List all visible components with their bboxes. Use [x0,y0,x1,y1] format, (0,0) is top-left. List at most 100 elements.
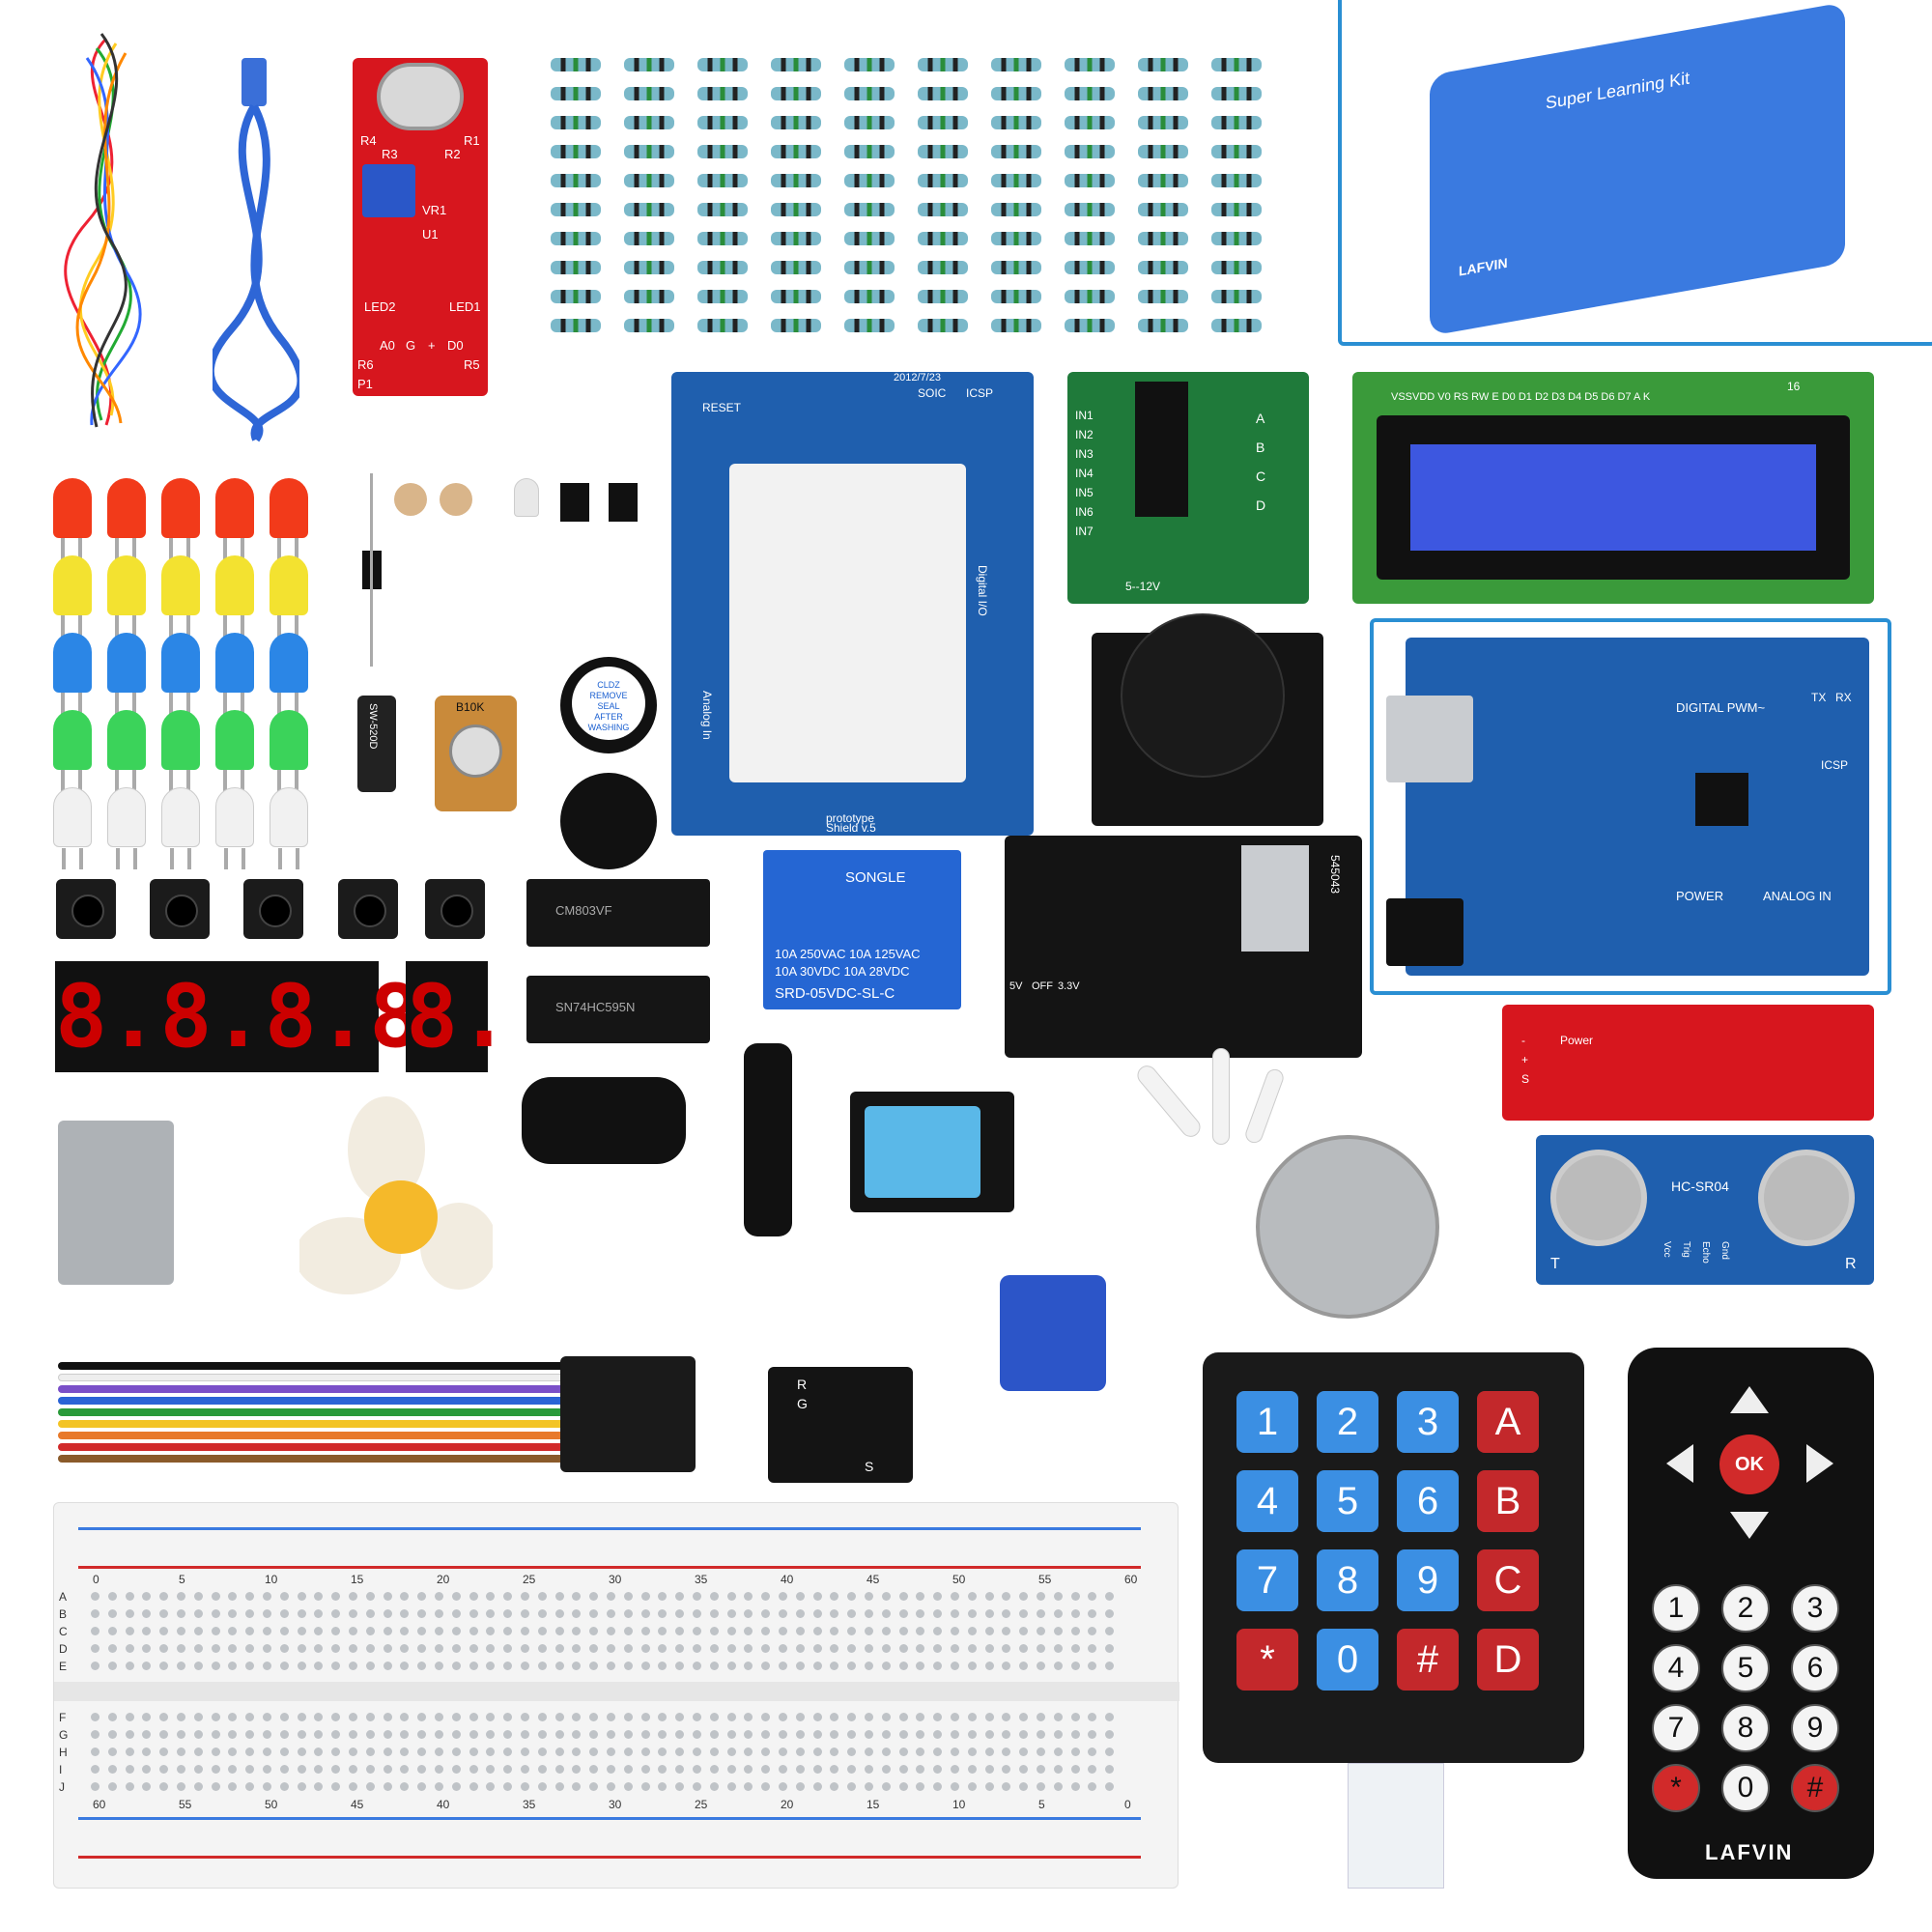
breadboard-hole[interactable] [1002,1662,1011,1670]
breadboard-hole[interactable] [865,1782,873,1791]
breadboard-hole[interactable] [658,1627,668,1635]
breadboard-hole[interactable] [125,1627,134,1635]
keypad-key[interactable]: 3 [1397,1391,1459,1453]
breadboard-hole[interactable] [469,1627,478,1635]
breadboard-hole[interactable] [812,1644,822,1653]
breadboard-hole[interactable] [933,1662,943,1670]
breadboard-hole[interactable] [503,1713,513,1721]
breadboard-hole[interactable] [314,1609,324,1618]
breadboard-hole[interactable] [451,1730,461,1739]
breadboard-hole[interactable] [554,1730,564,1739]
breadboard-hole[interactable] [469,1662,478,1670]
remote-key[interactable]: 1 [1652,1584,1700,1633]
breadboard-hole[interactable] [383,1644,392,1653]
breadboard-hole[interactable] [91,1662,99,1670]
breadboard-hole[interactable] [400,1644,410,1653]
breadboard-hole[interactable] [916,1592,925,1601]
breadboard-hole[interactable] [417,1713,427,1721]
breadboard-hole[interactable] [693,1747,701,1756]
breadboard-hole[interactable] [572,1662,582,1670]
breadboard-hole[interactable] [589,1662,599,1670]
breadboard-hole[interactable] [107,1592,117,1601]
breadboard-hole[interactable] [228,1765,238,1774]
breadboard-hole[interactable] [263,1747,271,1756]
breadboard-hole[interactable] [951,1765,959,1774]
breadboard-hole[interactable] [898,1592,908,1601]
breadboard-hole[interactable] [709,1747,719,1756]
breadboard-hole[interactable] [297,1644,306,1653]
remote-key[interactable]: 3 [1791,1584,1839,1633]
breadboard-hole[interactable] [1105,1644,1115,1653]
breadboard-hole[interactable] [761,1782,771,1791]
breadboard-hole[interactable] [1002,1782,1011,1791]
breadboard-hole[interactable] [263,1782,271,1791]
breadboard-hole[interactable] [865,1592,873,1601]
breadboard-hole[interactable] [726,1747,736,1756]
breadboard-hole[interactable] [125,1782,134,1791]
breadboard-hole[interactable] [779,1609,787,1618]
breadboard-hole[interactable] [417,1592,427,1601]
breadboard-hole[interactable] [812,1662,822,1670]
breadboard-hole[interactable] [159,1765,169,1774]
breadboard-hole[interactable] [1019,1662,1029,1670]
breadboard-hole[interactable] [469,1644,478,1653]
breadboard-hole[interactable] [91,1782,99,1791]
breadboard-hole[interactable] [812,1592,822,1601]
breadboard-hole[interactable] [245,1662,255,1670]
breadboard-hole[interactable] [898,1713,908,1721]
breadboard-hole[interactable] [211,1609,220,1618]
breadboard-hole[interactable] [984,1782,994,1791]
breadboard-hole[interactable] [675,1730,685,1739]
push-button[interactable] [338,879,398,939]
breadboard-hole[interactable] [693,1765,701,1774]
breadboard-hole[interactable] [795,1592,805,1601]
breadboard-hole[interactable] [1019,1782,1029,1791]
breadboard-hole[interactable] [417,1730,427,1739]
breadboard-hole[interactable] [881,1730,891,1739]
breadboard-hole[interactable] [572,1765,582,1774]
breadboard-hole[interactable] [193,1765,203,1774]
breadboard-hole[interactable] [589,1765,599,1774]
breadboard-hole[interactable] [228,1609,238,1618]
breadboard-hole[interactable] [1088,1730,1097,1739]
breadboard-hole[interactable] [91,1609,99,1618]
breadboard-hole[interactable] [279,1713,289,1721]
breadboard-hole[interactable] [984,1662,994,1670]
breadboard-hole[interactable] [1002,1592,1011,1601]
breadboard-hole[interactable] [314,1662,324,1670]
breadboard-hole[interactable] [125,1644,134,1653]
breadboard-hole[interactable] [451,1609,461,1618]
breadboard-hole[interactable] [263,1662,271,1670]
breadboard-hole[interactable] [726,1627,736,1635]
breadboard-hole[interactable] [1088,1713,1097,1721]
breadboard-hole[interactable] [1019,1730,1029,1739]
breadboard-hole[interactable] [125,1747,134,1756]
breadboard-hole[interactable] [933,1627,943,1635]
breadboard-hole[interactable] [572,1782,582,1791]
breadboard-hole[interactable] [607,1765,615,1774]
breadboard-hole[interactable] [521,1713,529,1721]
breadboard-hole[interactable] [451,1644,461,1653]
breadboard-hole[interactable] [486,1627,496,1635]
breadboard-hole[interactable] [675,1627,685,1635]
breadboard-hole[interactable] [211,1592,220,1601]
breadboard-hole[interactable] [400,1782,410,1791]
breadboard-hole[interactable] [951,1730,959,1739]
breadboard-hole[interactable] [263,1644,271,1653]
breadboard-hole[interactable] [951,1662,959,1670]
breadboard-hole[interactable] [193,1713,203,1721]
breadboard-hole[interactable] [245,1609,255,1618]
breadboard-hole[interactable] [469,1782,478,1791]
breadboard-hole[interactable] [658,1747,668,1756]
breadboard-hole[interactable] [693,1730,701,1739]
breadboard-hole[interactable] [1053,1609,1063,1618]
breadboard-hole[interactable] [314,1644,324,1653]
breadboard-hole[interactable] [640,1765,650,1774]
breadboard-hole[interactable] [761,1747,771,1756]
remote-key[interactable]: 2 [1721,1584,1770,1633]
breadboard-hole[interactable] [521,1609,529,1618]
breadboard-hole[interactable] [726,1713,736,1721]
breadboard-hole[interactable] [383,1730,392,1739]
breadboard-hole[interactable] [331,1662,341,1670]
breadboard-hole[interactable] [795,1713,805,1721]
